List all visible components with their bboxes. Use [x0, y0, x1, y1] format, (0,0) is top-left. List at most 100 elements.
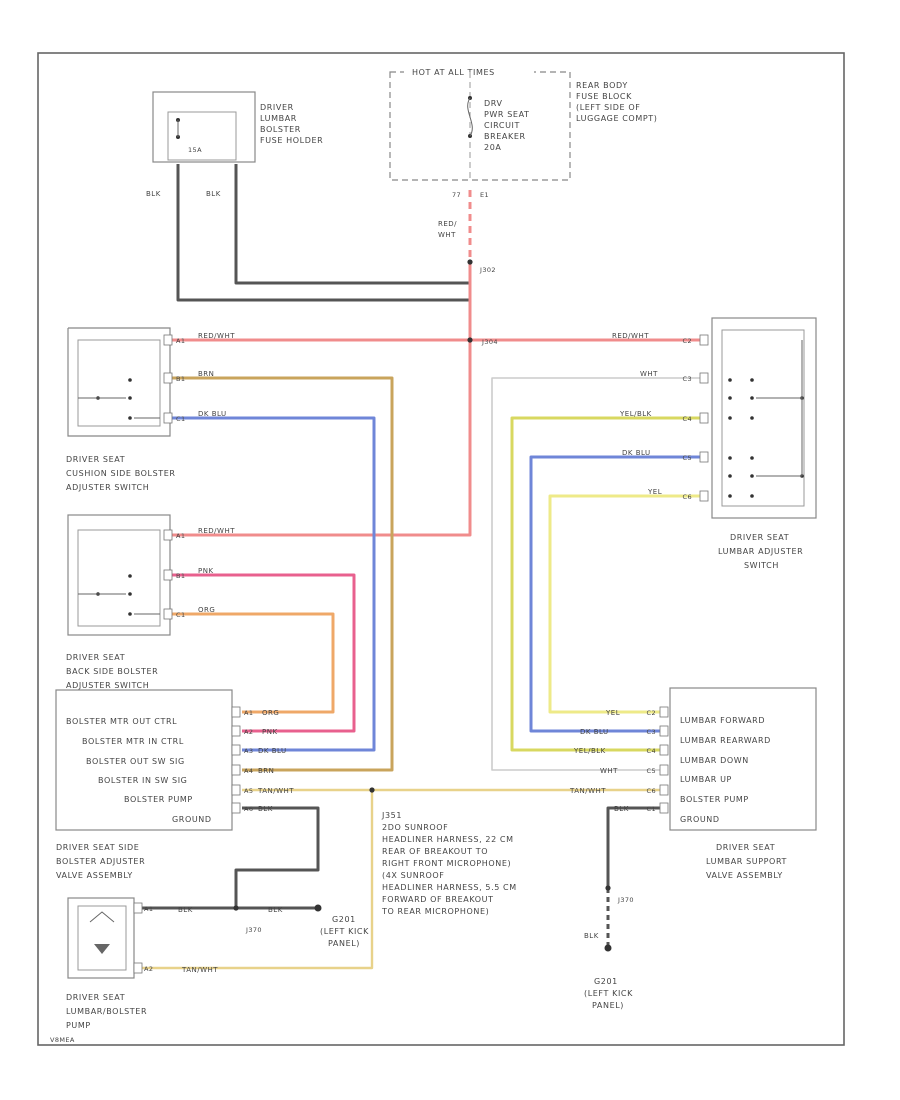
lumbar-switch-label-1: DRIVER SEAT	[730, 533, 789, 542]
pin-back-a1: A1	[176, 532, 185, 540]
pin-lumbar-sw-c2: C2	[683, 337, 692, 345]
wire-pnk	[170, 573, 356, 733]
pin-side-valve-6: A6	[244, 805, 253, 813]
side-valve-row-3: BOLSTER OUT SW SIG	[86, 757, 185, 766]
wire-label-pnk-1: PNK	[198, 567, 214, 575]
rear-fuse-block: HOT AT ALL TIMES DRV PWR SEAT CIRCUIT BR…	[389, 67, 657, 181]
g201-right-label-3: PANEL)	[592, 1001, 624, 1010]
g201-left-label-2: (LEFT KICK	[320, 927, 369, 936]
cushion-switch-label-2: CUSHION SIDE BOLSTER	[66, 469, 176, 478]
cushion-bolster-switch: A1 B1 C1 DRIVER SEAT CUSHION SIDE BOLSTE…	[66, 327, 185, 492]
wire-label-tan-wht-1: TAN/WHT	[257, 787, 294, 795]
wire-label-yel-2: YEL	[605, 709, 620, 717]
side-bolster-valve: BOLSTER MTR OUT CTRL BOLSTER MTR IN CTRL…	[55, 689, 253, 880]
pin-pump-a2: A2	[144, 965, 153, 973]
breaker-label-1: DRV	[484, 99, 503, 108]
lumbar-valve-row-4: LUMBAR UP	[680, 775, 732, 784]
wire-label-red-wht-3: RED/WHT	[612, 332, 649, 340]
splice-j370-left	[233, 905, 239, 911]
wire-label-blk-3: BLK	[258, 805, 273, 813]
splice-j370-left-label: J370	[245, 926, 262, 934]
pin-cushion-a1: A1	[176, 337, 185, 345]
wire-blk-ground-left	[234, 806, 320, 908]
pin-lumbar-valve-5: C6	[647, 787, 656, 795]
wire-label-dk-blu-4: DK BLU	[580, 728, 609, 736]
pump-label-1: DRIVER SEAT	[66, 993, 125, 1002]
lumbar-bolster-pump: A1 A2 DRIVER SEAT LUMBAR/BOLSTER PUMP	[66, 897, 153, 1030]
fuse-block-label-2: FUSE BLOCK	[576, 92, 632, 101]
j351-note-6: (4X SUNROOF	[382, 871, 445, 880]
j351-note-8: FORWARD OF BREAKOUT	[382, 895, 494, 904]
pin-side-valve-1: A1	[244, 709, 253, 717]
lumbar-fuse-holder: 15A DRIVER LUMBAR BOLSTER FUSE HOLDER	[152, 91, 323, 163]
pin-lumbar-sw-c3: C3	[683, 375, 692, 383]
wire-label-blk-2: BLK	[206, 190, 221, 198]
breaker-label-4: BREAKER	[484, 132, 526, 141]
back-switch-label-1: DRIVER SEAT	[66, 653, 125, 662]
fuse-holder-label-1: DRIVER	[260, 103, 294, 112]
wire-red-wht-back	[170, 340, 472, 537]
wire-org	[170, 612, 335, 714]
back-bolster-switch: A1 B1 C1 DRIVER SEAT BACK SIDE BOLSTER A…	[66, 514, 185, 690]
g201-right-label-1: G201	[594, 977, 618, 986]
lumbar-switch-label-2: LUMBAR ADJUSTER	[718, 547, 803, 556]
wire-label-pnk-2: PNK	[262, 728, 278, 736]
wire-label-blk-1: BLK	[146, 190, 161, 198]
wire-wht	[491, 377, 700, 771]
wire-label-yel-1: YEL	[647, 488, 662, 496]
pin-lumbar-valve-6: C1	[647, 805, 656, 813]
cushion-switch-label-3: ADJUSTER SWITCH	[66, 483, 149, 492]
j351-note-5: RIGHT FRONT MICROPHONE)	[382, 859, 511, 868]
j351-note: J351 2DO SUNROOF HEADLINER HARNESS, 22 C…	[381, 811, 517, 916]
pin-e1: E1	[480, 191, 489, 199]
g201-left-label-1: G201	[332, 915, 356, 924]
j351-note-3: HEADLINER HARNESS, 22 CM	[382, 835, 514, 844]
splice-j370-right	[605, 885, 611, 891]
lumbar-valve-row-6: GROUND	[680, 815, 720, 824]
lumbar-valve-row-5: BOLSTER PUMP	[680, 795, 749, 804]
pin-lumbar-sw-c4: C4	[683, 415, 692, 423]
pin-back-c1: C1	[176, 611, 185, 619]
pin-lumbar-valve-1: C2	[647, 709, 656, 717]
pump-label-3: PUMP	[66, 1021, 91, 1030]
diagram-frame	[37, 52, 845, 1046]
lumbar-valve-row-2: LUMBAR REARWARD	[680, 736, 771, 745]
breaker-label-5: 20A	[484, 143, 501, 152]
fuse-holder-label-3: BOLSTER	[260, 125, 301, 134]
wire-label-org-1: ORG	[198, 606, 215, 614]
splice-j302	[467, 259, 473, 265]
fuse-block-label-1: REAR BODY	[576, 81, 628, 90]
wire-tan-wht-pump	[134, 790, 374, 970]
lumbar-adjuster-switch: C2 C3 C4 C5 C6 DRIVER SEAT LUMBAR ADJUST…	[683, 317, 817, 570]
splice-j370-right-label: J370	[617, 896, 634, 904]
back-switch-label-2: BACK SIDE BOLSTER	[66, 667, 158, 676]
pin-cushion-c1: C1	[176, 415, 185, 423]
wire-label-tan-wht-3: TAN/WHT	[181, 966, 218, 974]
fuse-rating: 15A	[188, 146, 202, 154]
wire-label-brn: BRN	[198, 370, 214, 378]
side-valve-label-2: BOLSTER ADJUSTER	[56, 857, 145, 866]
pin-side-valve-2: A2	[244, 728, 253, 736]
pin-back-b1: B1	[176, 572, 185, 580]
wire-blk-fuse-left	[176, 164, 472, 335]
side-valve-row-4: BOLSTER IN SW SIG	[98, 776, 187, 785]
wire-label-red: RED/	[438, 220, 457, 228]
footer-code: V8MEA	[50, 1036, 75, 1044]
wire-label-dk-blu-3: DK BLU	[258, 747, 287, 755]
splice-j351	[369, 787, 375, 793]
wire-label-wht-1: WHT	[640, 370, 658, 378]
back-switch-label-3: ADJUSTER SWITCH	[66, 681, 149, 690]
breaker-label-3: CIRCUIT	[484, 121, 520, 130]
hot-at-all-times-label: HOT AT ALL TIMES	[412, 68, 495, 77]
j351-note-7: HEADLINER HARNESS, 5.5 CM	[382, 883, 517, 892]
g201-left-label-3: PANEL)	[328, 939, 360, 948]
lumbar-switch-label-3: SWITCH	[744, 561, 779, 570]
lumbar-valve-label-1: DRIVER SEAT	[716, 843, 775, 852]
wire-label-blk-4: BLK	[614, 805, 629, 813]
ground-g201-right-icon	[604, 944, 612, 952]
wire-blk-fuse-right	[234, 164, 470, 285]
wire-label-wht: WHT	[438, 231, 456, 239]
wire-label-blk-7: BLK	[584, 932, 599, 940]
wire-label-org-2: ORG	[262, 709, 279, 717]
